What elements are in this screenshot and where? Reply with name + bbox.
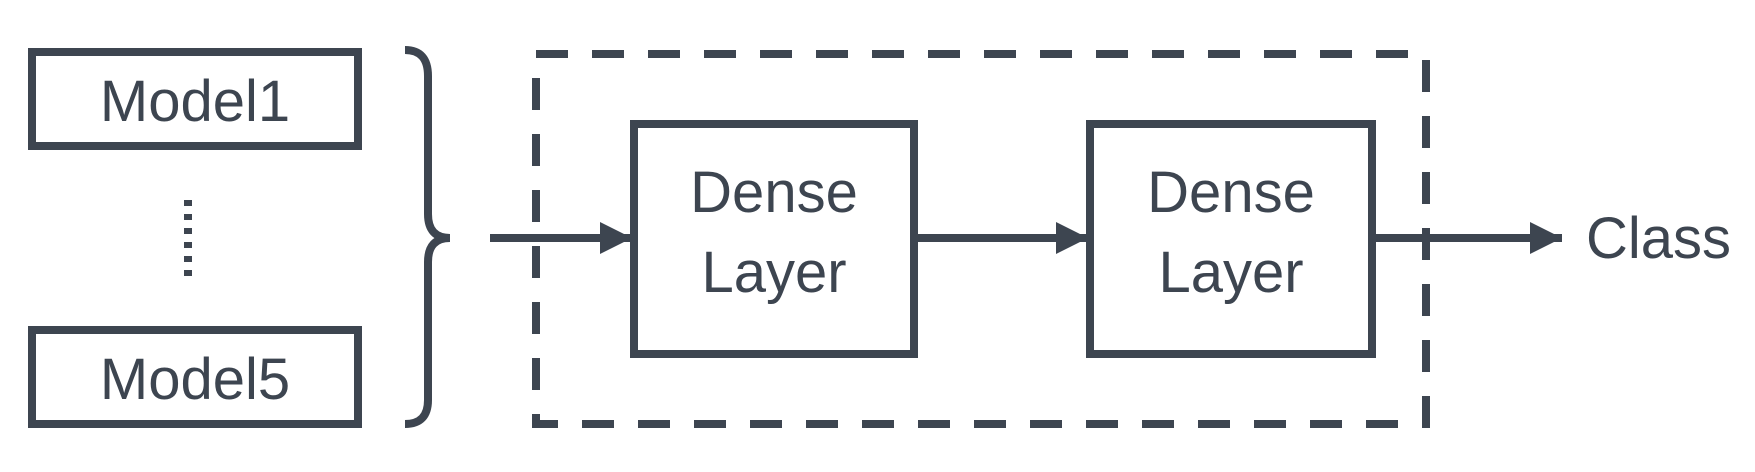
- model-1-label: Model1: [100, 69, 290, 134]
- dense-layer-2-node: Dense Layer: [1086, 120, 1376, 358]
- dense-layer-1-box: [630, 120, 918, 358]
- model-5-node: Model5: [28, 326, 362, 428]
- model-5-label: Model5: [100, 347, 290, 412]
- class-output-label: Class: [1586, 206, 1731, 271]
- dense-layer-1-line-2: Layer: [701, 240, 846, 305]
- dense-layer-1-node: Dense Layer: [630, 120, 918, 358]
- dense-layer-2-line-2: Layer: [1158, 240, 1303, 305]
- dense-layer-2-line-1: Dense: [1147, 160, 1315, 225]
- dense-layer-2-box: [1086, 120, 1376, 358]
- model-1-box: [28, 48, 362, 150]
- model-5-box: [28, 326, 362, 428]
- dense-layer-1-line-1: Dense: [690, 160, 858, 225]
- models-brace: [404, 46, 451, 428]
- model-1-node: Model1: [28, 48, 362, 150]
